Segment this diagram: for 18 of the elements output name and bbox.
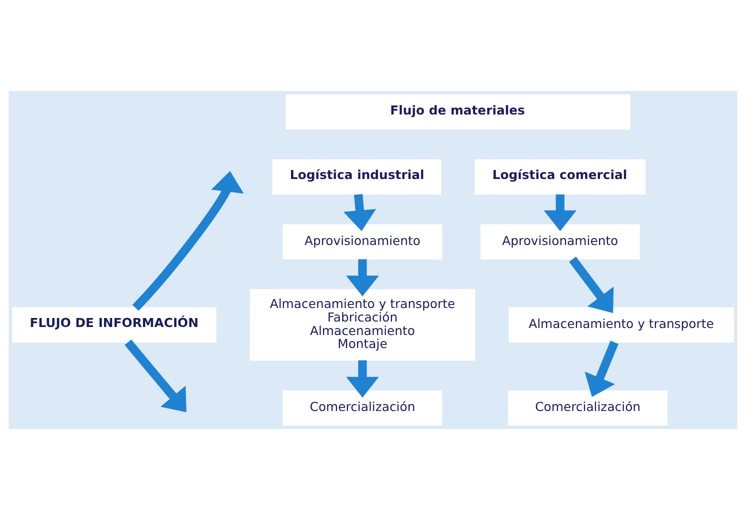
arrow [343, 194, 376, 231]
arrow [569, 256, 614, 313]
arrow [346, 258, 379, 296]
arrow [124, 339, 186, 412]
arrow [584, 340, 618, 397]
arrow [346, 360, 379, 398]
node-box: Logística comercial [474, 158, 646, 194]
arrow [132, 170, 244, 310]
node-box: Almacenamiento y transporte Fabricación Almacenamiento Montaje [250, 288, 476, 360]
node-box: Aprovisionamiento [282, 224, 442, 260]
node-box: Aprovisionamiento [480, 224, 640, 260]
node-box: FLUJO DE INFORMACIÓN [12, 306, 216, 342]
node-box: Comercialización [508, 390, 668, 426]
node-box: Comercialización [282, 390, 442, 426]
arrow [544, 194, 577, 231]
node-box: Logística industrial [272, 158, 442, 194]
node-box: Flujo de materiales [286, 94, 630, 130]
node-box: Almacenamiento y transporte [508, 306, 734, 342]
